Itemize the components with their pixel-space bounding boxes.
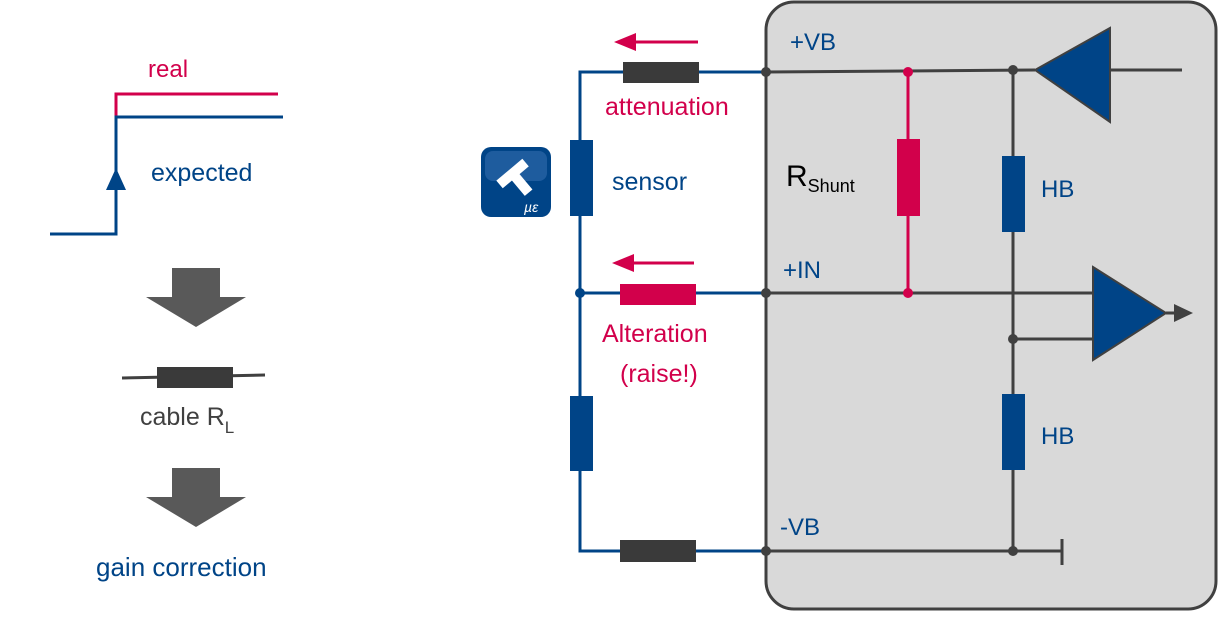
shunt-label: RShunt [786, 160, 855, 196]
strain-gauge-logo-icon: µε [481, 147, 551, 217]
junction-dot [1008, 334, 1018, 344]
logo-text: µε [524, 199, 539, 215]
excitation-amplifier-icon [1033, 26, 1111, 124]
down-arrow-icon [146, 268, 246, 327]
cable-resistor [121, 367, 266, 388]
junction-dot [761, 288, 771, 298]
junction-dot [1008, 546, 1018, 556]
real-step-line [114, 92, 278, 117]
sensor-resistor [570, 140, 593, 216]
junction-dot [1008, 65, 1018, 75]
step-up-arrowhead [106, 168, 126, 190]
vb-plus-label: +VB [790, 29, 836, 56]
expected-label: expected [151, 159, 252, 187]
half-bridge-resistor-bottom [1002, 394, 1025, 470]
hb-bottom-label: HB [1041, 423, 1074, 450]
amplifier-box [764, 0, 1218, 611]
alteration-arrow-icon [612, 254, 694, 272]
bottom-cable-resistor [620, 540, 696, 562]
junction-dot [761, 67, 771, 77]
alteration-label: Alteration [602, 320, 708, 348]
down-arrow-icon [146, 468, 246, 527]
attenuation-resistor [623, 62, 699, 83]
in-plus-label: +IN [783, 257, 821, 284]
attenuation-label: attenuation [605, 93, 729, 121]
vb-minus-label: -VB [780, 514, 820, 541]
cable-label: cable RL [140, 403, 234, 437]
sensor-wiring [578, 70, 766, 553]
half-bridge-resistor-top [1002, 156, 1025, 232]
output-arrowhead [1174, 304, 1193, 322]
measurement-amplifier-icon [1092, 265, 1168, 362]
junction-dot [903, 288, 913, 298]
raise-label: (raise!) [620, 360, 698, 388]
attenuation-arrow-icon [614, 33, 698, 51]
junction-dot [575, 288, 585, 298]
real-label: real [148, 56, 188, 83]
alteration-resistor [620, 284, 696, 305]
bridge-completion-resistor [570, 396, 593, 471]
gain-correction-label: gain correction [96, 552, 267, 582]
shunt-resistor [897, 139, 920, 216]
junction-dot [903, 67, 913, 77]
hb-top-label: HB [1041, 176, 1074, 203]
sensor-label: sensor [612, 168, 687, 196]
step-response-group: real expected [50, 56, 283, 236]
junction-dot [761, 546, 771, 556]
